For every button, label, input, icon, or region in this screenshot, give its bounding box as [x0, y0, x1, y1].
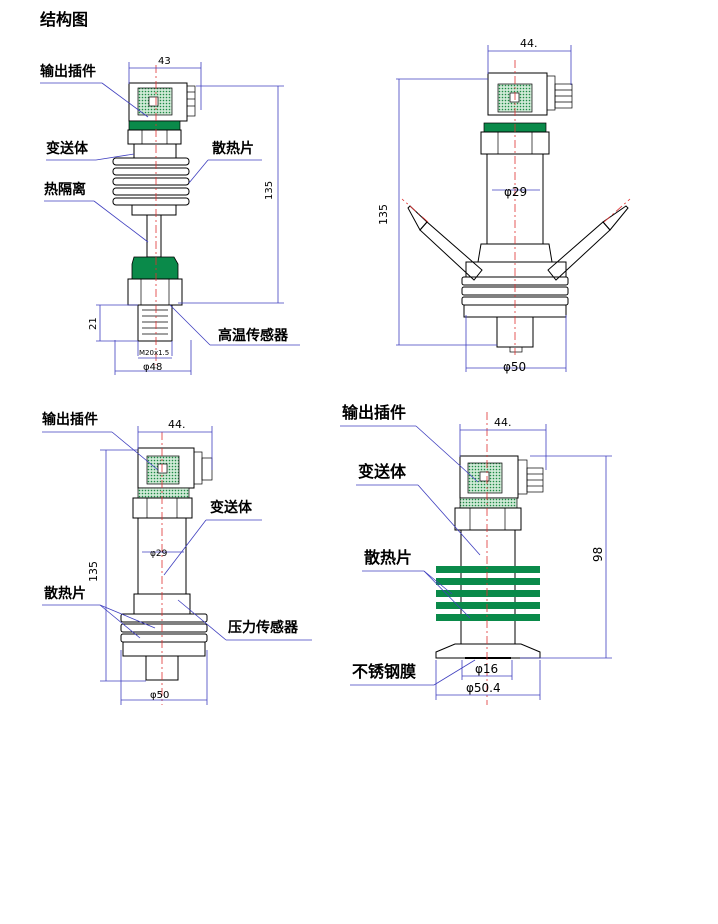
- dim-height-135: 135: [377, 204, 390, 225]
- side-fitting-right: [547, 221, 611, 281]
- connector-base-ring: [128, 120, 181, 131]
- dim-thread-length-21: 21: [88, 317, 99, 330]
- panel-sanitary-transmitter: 44. 135 φ29 φ50: [377, 37, 631, 374]
- tri-clamp-flange: [435, 643, 541, 659]
- dim-flange-dia-50: φ50: [150, 690, 169, 701]
- heat-sink-fin: [436, 566, 540, 573]
- heat-sink-fin: [120, 613, 208, 623]
- label-transmitter: 变送体: [358, 462, 407, 481]
- label-heat-isolation: 热隔离: [44, 181, 86, 198]
- page-title: 结构图: [40, 10, 89, 29]
- connector-pin-icon: [479, 471, 490, 482]
- label-transmitter: 变送体: [46, 140, 89, 157]
- dim-height-98: 98: [591, 547, 605, 562]
- hex-nut: [127, 278, 183, 306]
- dim-diameter-48: φ48: [143, 362, 162, 373]
- dim-flange-dia-50: φ50: [503, 360, 526, 374]
- process-thread: [137, 304, 173, 342]
- dim-outer-dia-50-4: φ50.4: [466, 681, 501, 695]
- connector-base-ring: [459, 497, 518, 509]
- connector-pin-icon: [148, 96, 159, 107]
- label-high-temp-sensor: 高温传感器: [218, 327, 289, 344]
- panel-flush-diaphragm-transmitter: 44. 98 φ16 φ50.4 输出插件 变送体 散热片 不锈钢膜: [340, 403, 612, 705]
- transmitter-body: [133, 143, 177, 159]
- label-heat-sink: 散热片: [44, 585, 86, 602]
- dim-width-44: 44.: [168, 418, 186, 431]
- label-output-plug: 输出插件: [342, 403, 406, 422]
- connector-pin-icon: [157, 463, 168, 474]
- sensor-coupler: [131, 256, 179, 280]
- heat-isolation-rod: [146, 214, 162, 258]
- dim-width-44: 44.: [494, 416, 512, 429]
- dim-width-44: 44.: [520, 37, 538, 50]
- panel-high-temp-transmitter: 43 135 21 M20x1.5 φ48 输出插件 变送体 散热片 热隔离 高…: [40, 56, 300, 375]
- transmitter-body: [460, 529, 516, 645]
- dim-height-135: 135: [264, 181, 275, 200]
- label-output-plug: 输出插件: [42, 411, 98, 428]
- connector-pin-icon: [509, 92, 520, 103]
- dim-thread-m20: M20x1.5: [139, 349, 169, 357]
- dim-width-43: 43: [158, 56, 171, 67]
- label-output-plug: 输出插件: [40, 63, 96, 80]
- label-transmitter: 变送体: [210, 499, 253, 516]
- label-diaphragm: 不锈钢膜: [352, 662, 416, 681]
- label-heat-sink: 散热片: [212, 140, 254, 157]
- heat-sink-fin: [112, 157, 190, 166]
- label-pressure-sensor: 压力传感器: [228, 619, 299, 636]
- dim-height-135: 135: [87, 561, 100, 582]
- dim-body-dia-29: φ29: [150, 549, 168, 559]
- dim-body-dia-29: φ29: [504, 185, 527, 199]
- dim-inner-dia-16: φ16: [475, 662, 498, 676]
- label-heat-sink: 散热片: [364, 548, 412, 567]
- connector-base-ring: [137, 487, 190, 499]
- panel-pressure-transmitter: 44. 135 φ29 φ50 输出插件 变送体 散热片 压力传感器: [42, 411, 312, 705]
- side-fitting-left: [419, 221, 483, 281]
